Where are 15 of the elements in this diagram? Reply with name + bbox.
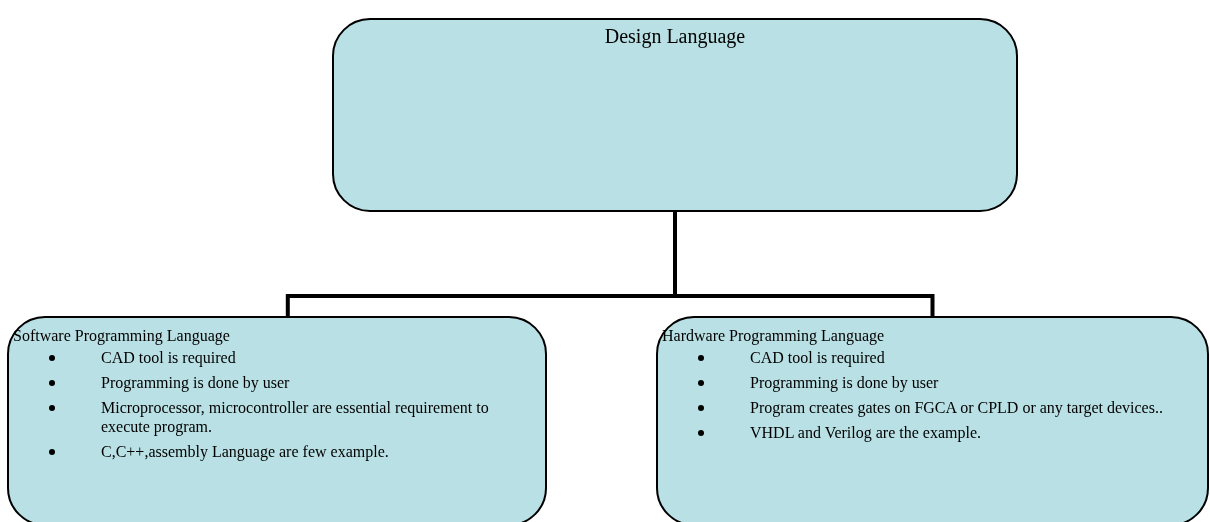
box-heading: Hardware Programming Language bbox=[662, 326, 886, 346]
rounded-box bbox=[332, 18, 1018, 212]
box-heading: Design Language bbox=[603, 26, 747, 46]
bullet-text: C,C++,assembly Language are few example. bbox=[101, 443, 389, 460]
rounded-box bbox=[7, 316, 547, 522]
bullet-text: Programming is done by user bbox=[101, 374, 290, 391]
rounded-box bbox=[656, 316, 1209, 522]
bullet-text: Programming is done by user bbox=[750, 374, 939, 391]
bullet-text: CAD tool is required bbox=[750, 349, 885, 366]
bullet-text: Microprocessor, microcontroller are essential requirement to execute program. bbox=[101, 399, 489, 435]
bullet-text: VHDL and Verilog are the example. bbox=[750, 424, 982, 441]
bullet-text: Program creates gates on FGCA or CPLD or any target devices.. bbox=[750, 399, 1163, 416]
connector-line bbox=[673, 212, 935, 316]
box-heading: Software Programming Language bbox=[13, 326, 231, 346]
bullet-text: CAD tool is required bbox=[101, 349, 236, 366]
